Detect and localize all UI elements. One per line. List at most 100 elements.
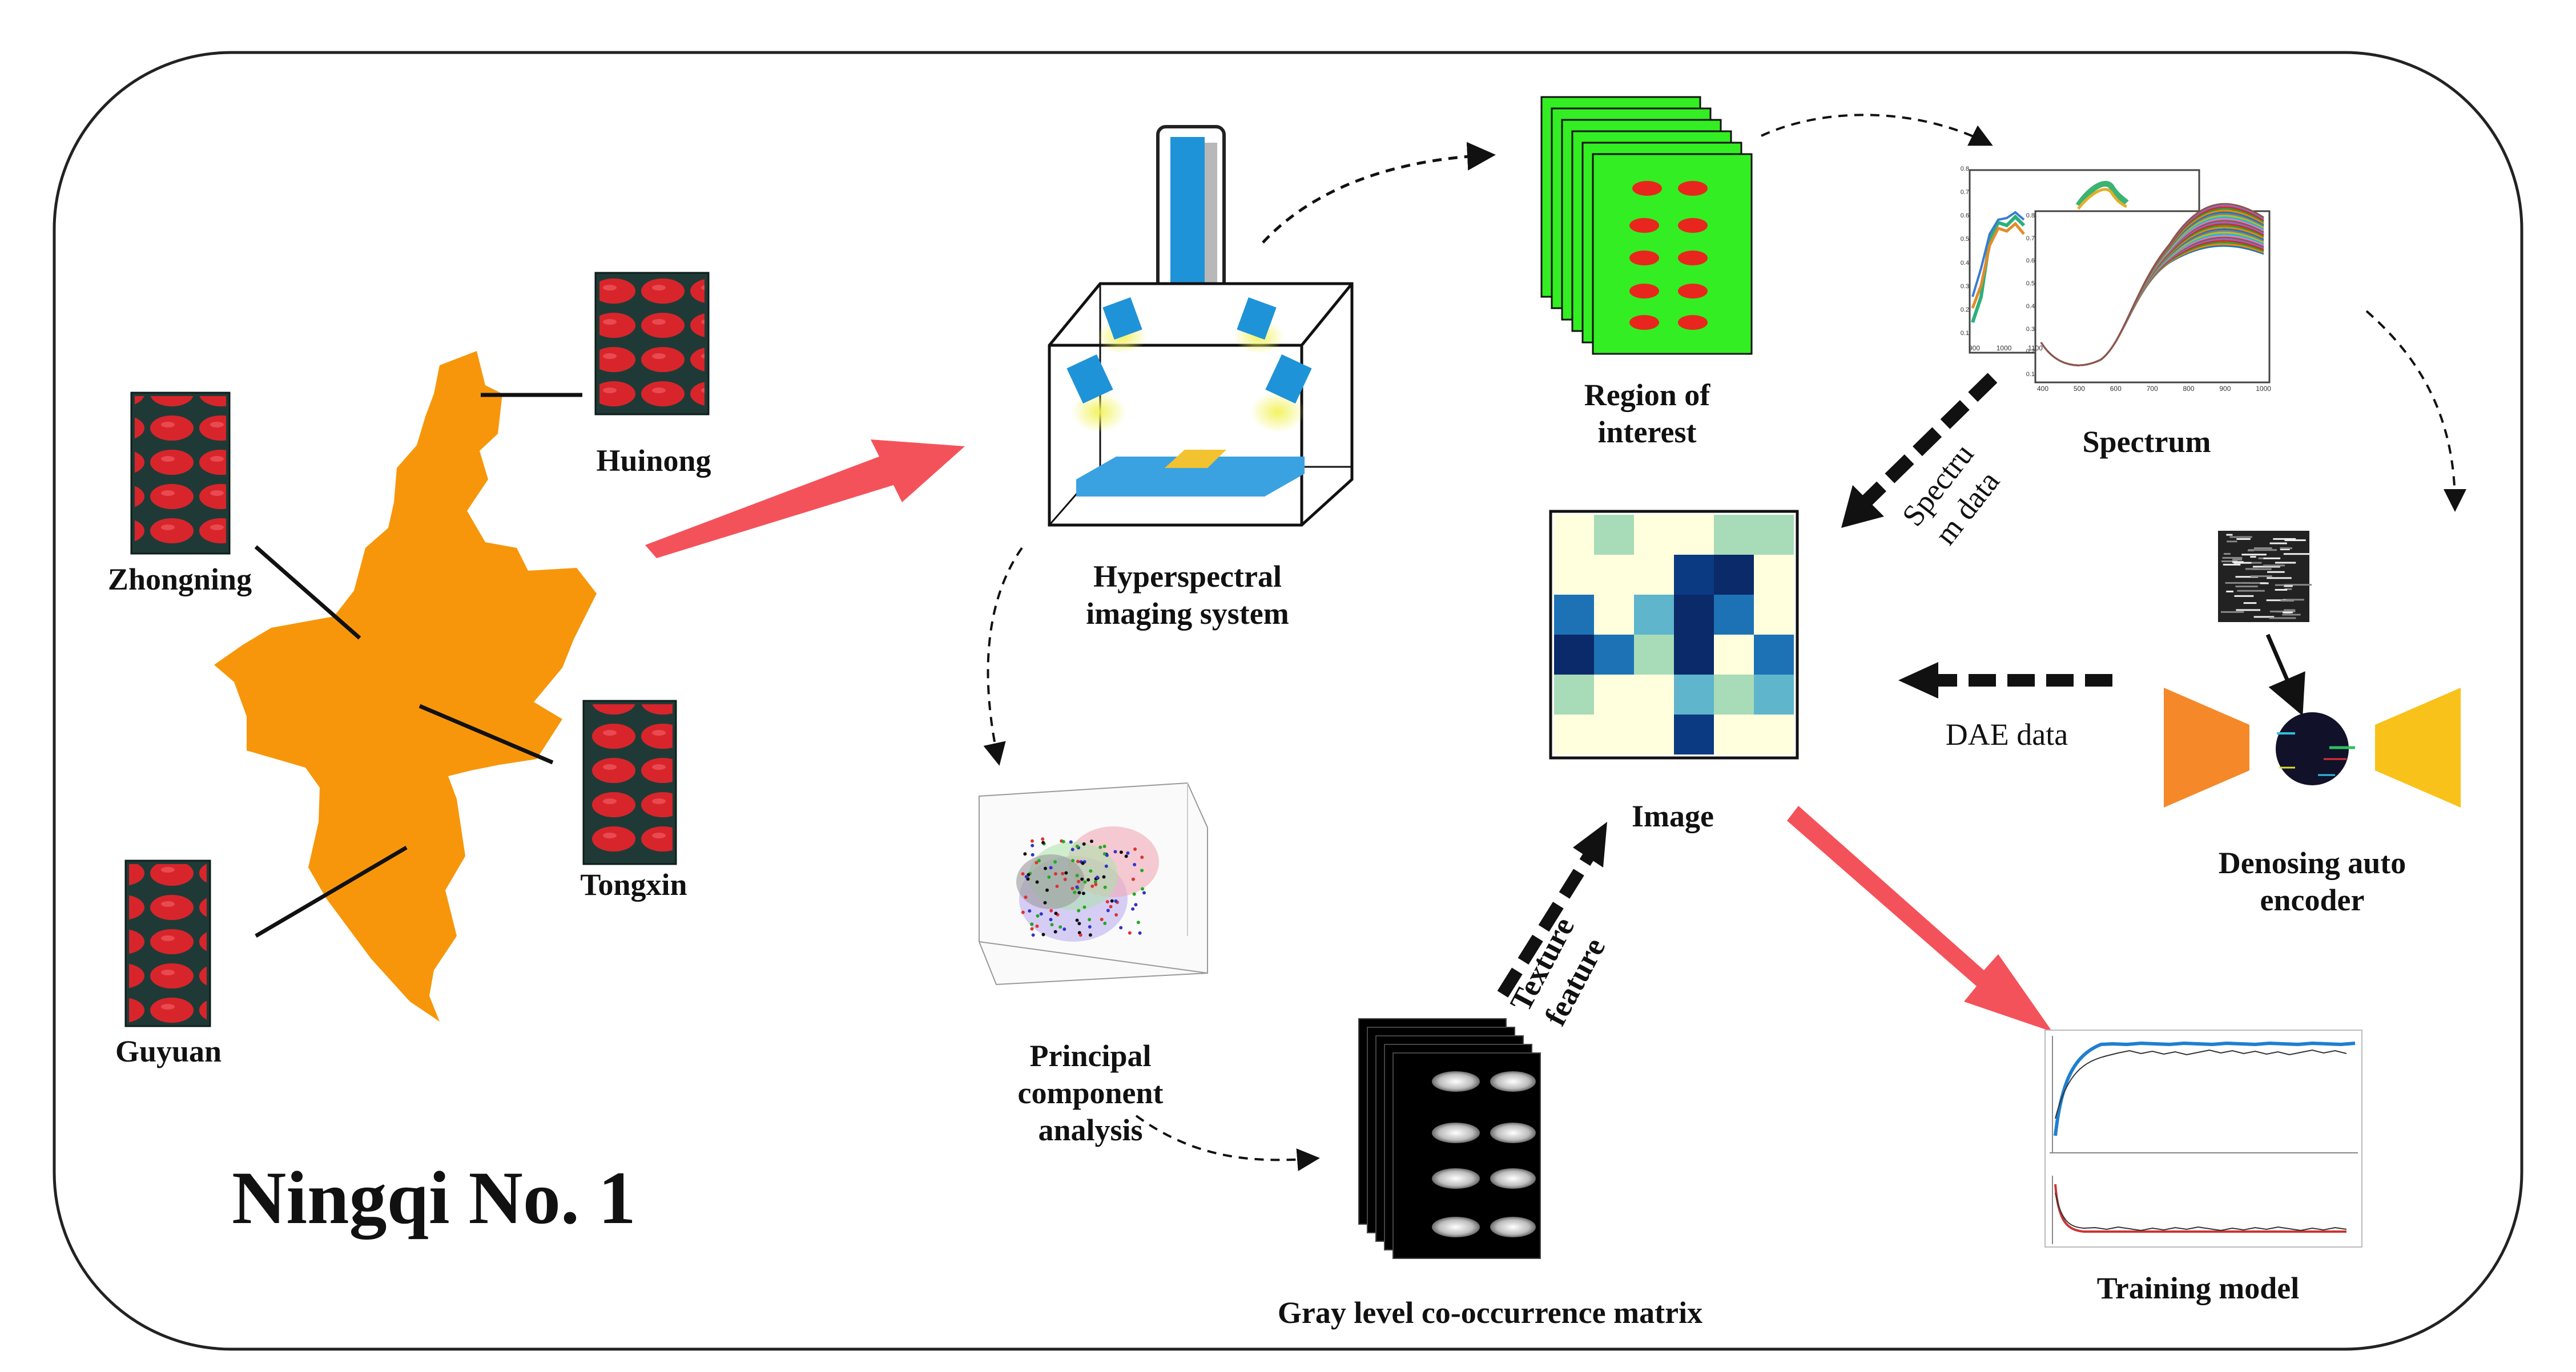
pca-point [1029,922,1033,926]
pca-point [1128,931,1132,935]
dashed-arrow-spectrum-to-dae [2365,310,2466,512]
spectrum-back-xtick: 1100 [2028,344,2043,352]
label-guyuan: Guyuan [115,1034,222,1068]
dae-noise-stroke [2275,588,2288,591]
dae-noise-stroke [2233,562,2252,564]
pca-point [1028,909,1032,913]
dae-noise-stroke [2260,582,2269,584]
spectrum-front-ytick: 0.7 [2026,235,2035,242]
heatmap-cell [1754,595,1794,635]
label-roi-line2: interest [1597,414,1697,449]
pca-point [1069,840,1073,844]
dae-noise-stroke [2253,616,2275,618]
heatmap-cell [1674,635,1714,675]
dae-noise-stroke [2223,563,2241,566]
pca-point [1055,885,1059,889]
heatmap-cell [1754,675,1794,715]
dae-noise-stroke [2280,600,2294,602]
pca-point [1133,847,1137,851]
spectrum-back-ytick: 0.8 [1960,166,1969,172]
spectrum-front-plot [2034,203,2271,384]
spectrum-front-xtick: 800 [2183,385,2195,393]
pca-point [1133,862,1137,866]
heatmap-cell [1634,515,1674,555]
pca-point [1103,921,1107,925]
dae-noise-stroke [2263,564,2285,567]
zhongning-connector [254,545,361,640]
dae-noise-stroke [2284,584,2312,586]
pca-point [1053,860,1057,864]
heatmap-cell [1634,675,1674,715]
dae-noise-stroke [2223,552,2231,555]
dae-noise-stroke [2250,556,2256,558]
heatmap-cell [1594,635,1634,675]
dae-noise-stroke [2241,554,2267,556]
pca-point [1064,871,1068,875]
dae-noise-stroke [2226,590,2233,592]
pca-point [1023,852,1027,856]
heatmap-cell [1674,555,1714,595]
pca-point [1031,853,1035,857]
label-pca: Principal component analysis [988,1038,1193,1148]
pca-point [1100,918,1104,922]
spectrum-curve [2040,203,2264,366]
heatmap-cell [1594,595,1634,635]
heatmap-cell [1554,635,1594,675]
pca-point [1077,909,1081,913]
dae-noise-stroke [2284,539,2306,542]
spectrum-front-ytick: 0.4 [2026,302,2035,310]
label-roi-line1: Region of [1584,378,1710,412]
pca-point [1132,892,1136,896]
berry-tray-tongxin [582,700,677,865]
dae-noise-stroke [2253,547,2272,550]
pca-point [1114,899,1118,903]
dae-noise-stroke [2269,617,2296,619]
dae-network [2164,688,2461,808]
texture-feature-arrowhead [1573,822,1607,867]
dae-noise-stroke [2232,559,2243,561]
dae-noise-stroke [2226,534,2233,536]
ningxia-map [214,351,597,1022]
dae-noise-stroke [2227,540,2237,543]
berry-tray-huinong [594,272,710,415]
pca-point [1073,890,1077,894]
heatmap-cell [1754,555,1794,595]
red-arrow-to-training [1787,806,2052,1032]
validation-loss-curve [2055,1192,2347,1232]
heatmap-image [1549,510,1799,760]
pca-point [1081,891,1085,895]
dae-input-image [2218,531,2312,622]
pca-point [1089,840,1093,844]
pca-point [1141,887,1145,891]
pca-point [1093,879,1097,883]
dae-noise-stroke [2283,611,2293,614]
pca-point [1045,888,1049,892]
pca-3d-scatter [979,782,1208,986]
dae-noise-stroke [2234,595,2254,597]
pca-point [1078,933,1082,937]
dae-noise-stroke [2248,549,2277,551]
dae-noise-stroke [2221,560,2237,563]
dae-noise-stroke [2250,575,2272,578]
heatmap-cell [1714,675,1754,715]
dae-noise-stroke [2263,557,2281,559]
heatmap-cell [1594,515,1634,555]
outer-frame [53,51,2523,1351]
pca-point [1035,880,1039,884]
pca-point [1037,859,1041,863]
spectrum-back-ytick: 0.5 [1960,236,1969,243]
pca-point [1049,909,1053,913]
dae-noise-stroke [2235,576,2259,578]
spectrum-back-yticks: 0.8 0.7 0.6 0.5 0.4 0.3 0.2 0.1 [1957,166,1969,337]
pca-point [1089,869,1093,873]
pca-point [1075,885,1079,889]
label-hyperspectral-line2: imaging system [1086,596,1289,631]
pca-point [1081,861,1085,865]
label-glcm: Gray level co-occurrence matrix [1277,1296,1703,1330]
dae-noise-stroke [2242,582,2266,584]
pca-point [1075,844,1079,848]
dae-noise-stroke [2280,547,2292,550]
pca-point [1061,871,1065,875]
